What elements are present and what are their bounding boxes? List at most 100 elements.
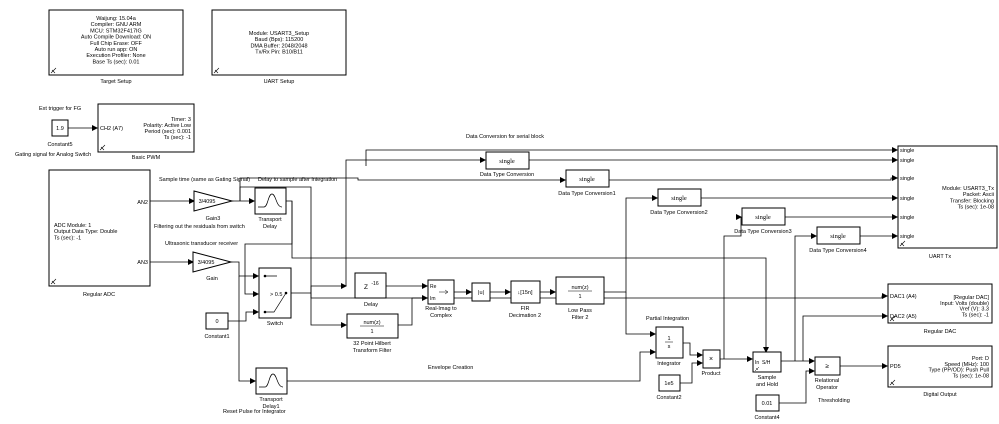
sh-caption-2: and Hold (756, 382, 778, 388)
regular-dac-block[interactable]: DAC1 (A4) DAC2 (A5) [Regular DAC]Input: … (887, 283, 993, 335)
delay-wave-icon (259, 373, 284, 388)
sample-and-hold-block[interactable]: In S/H Sample and Hold (752, 351, 782, 388)
uart-tx-param-line: Ts (sec): 1e-08 (958, 205, 994, 211)
fir-decimation-block[interactable]: ↓[15n] FIR Decimation 2 (509, 280, 541, 319)
delay-block[interactable]: Z -16 Delay (354, 272, 387, 308)
data-type-conversion1-block[interactable]: single Data Type Conversion1 (558, 169, 616, 197)
gain-block[interactable]: 3/4095 Gain (192, 251, 233, 282)
dtc2-caption: Data Type Conversion2 (650, 210, 707, 216)
product-caption: Product (702, 371, 721, 377)
adc-port-an2: AN2 (137, 200, 148, 206)
abs-symbol: |u| (478, 290, 484, 296)
integrator-block[interactable]: 1 s Integrator (655, 326, 684, 367)
thresholding-note: Thresholding (818, 398, 850, 404)
data-conversion-note: Data Conversion for serial block (466, 134, 544, 140)
constant5-caption: Constant5 (47, 142, 72, 148)
gain3-value: 3/4095 (199, 199, 216, 205)
pencil-icon (754, 366, 760, 372)
adc-caption: Regular ADC (83, 292, 115, 298)
target-setup-line: MCU: STM32F417IG (90, 28, 142, 34)
hilbert-den: 1 (370, 329, 373, 335)
integrator-den: s (668, 344, 671, 350)
data-type-conversion4-block[interactable]: single Data Type Conversion4 (809, 226, 867, 254)
uart-setup-line: Baud (Bps): 115200 (255, 37, 304, 43)
hilbert-num: num(z) (363, 320, 380, 326)
gain3-caption: Gain3 (206, 216, 221, 222)
abs-block[interactable]: |u| (471, 282, 491, 302)
pwm-param-line: Timer: 3 (171, 117, 191, 123)
dtc1-caption: Data Type Conversion1 (558, 191, 615, 197)
adc-param-line: ADC Module: 1 (54, 223, 91, 229)
pwm-param-line: Polarity: Active Low (143, 123, 191, 129)
dtc4-caption: Data Type Conversion4 (809, 248, 866, 254)
filtering-note: Filtering out the residuals from switch (154, 224, 245, 230)
sh-in-port: In (755, 360, 759, 366)
integrator-num: 1 (667, 336, 670, 342)
integrator-caption: Integrator (657, 361, 681, 367)
partial-integration-note: Partial Integration (646, 316, 689, 322)
hilbert-filter-block[interactable]: num(z) 1 32 Point Hilbert Transform Filt… (346, 313, 399, 354)
gain3-block[interactable]: 3/4095 Gain3 (193, 190, 234, 222)
constant4-value: 0.01 (762, 401, 773, 407)
target-setup-caption: Target Setup (100, 79, 131, 85)
uart-tx-input-port: single (900, 196, 914, 202)
uart-tx-param-line: Packet: Ascii (963, 192, 994, 198)
gain-caption: Gain (206, 276, 218, 282)
adc-param-line: Ts (sec): -1 (54, 235, 81, 241)
sample-time-note: Sample time (same as Gating Signal) (159, 177, 250, 183)
fir-caption-1: FIR (521, 306, 530, 312)
delay-wave-icon (258, 193, 283, 208)
dac1-port: DAC1 (A4) (890, 294, 917, 300)
re-port: Re (430, 284, 437, 290)
lowpass-filter-block[interactable]: num(z) 1 Low Pass Filter 2 (555, 276, 605, 321)
hilbert-caption-2: Transform Filter (353, 348, 392, 354)
constant5-block[interactable]: 1.9 Constant5 (47, 119, 73, 148)
uart-tx-caption: UART Tx (929, 254, 952, 260)
relational-operator-block[interactable]: ≥ Relational Operator (814, 356, 841, 391)
pencil-icon (50, 278, 57, 285)
uart-setup-line: DMA Buffer: 2048/2048 (250, 43, 307, 49)
switch-block[interactable]: > 0.5 Switch (258, 267, 292, 327)
digital-output-param-line: Port: D (972, 356, 989, 362)
dtc1-label: single (579, 176, 595, 183)
product-block[interactable]: × Product (702, 349, 721, 377)
dtc3-caption: Data Type Conversion3 (734, 229, 791, 235)
gating-note: Gating signal for Analog Switch (15, 152, 91, 158)
target-setup-line: Auto Compile Download: ON (81, 35, 151, 41)
fir-symbol: ↓[15n] (518, 290, 533, 296)
product-symbol: × (709, 356, 713, 363)
pwm-param-line: Period (sec): 0.001 (145, 129, 191, 135)
data-type-conversion2-block[interactable]: single Data Type Conversion2 (650, 188, 708, 216)
target-setup-line: Base Ts (sec): 0.01 (93, 59, 140, 65)
pwm-port: CH2 (A7) (100, 126, 123, 132)
delay-caption: Delay (364, 302, 378, 308)
real-imag-to-complex-block[interactable]: Re Im Real-Imag to Complex (425, 279, 457, 319)
data-type-conversion3-block[interactable]: single Data Type Conversion3 (734, 207, 792, 235)
delay-z: Z (364, 284, 368, 291)
switch-caption: Switch (267, 321, 283, 327)
dtc-label: single (499, 158, 515, 165)
pencil-icon (99, 144, 106, 151)
uart-setup-line: Module: USART3_Setup (249, 31, 309, 37)
data-type-conversion-block[interactable]: single Data Type Conversion (480, 151, 534, 178)
sh-caption-1: Sample (758, 375, 777, 381)
dtc3-label: single (755, 214, 771, 221)
adc-port-an3: AN3 (137, 260, 148, 266)
constant1-block[interactable]: 0 Constant1 (204, 312, 230, 340)
dac2-port: DAC2 (A5) (890, 314, 917, 320)
lpf-num: num(z) (571, 285, 588, 291)
reset-pulse-note: Reset Pulse for Integrator (223, 409, 286, 415)
pwm-param-line: Ts (sec): -1 (164, 135, 191, 141)
constant4-block[interactable]: 0.01 Constant4 (754, 394, 780, 421)
constant2-block[interactable]: 1e5 Constant2 (656, 374, 682, 401)
